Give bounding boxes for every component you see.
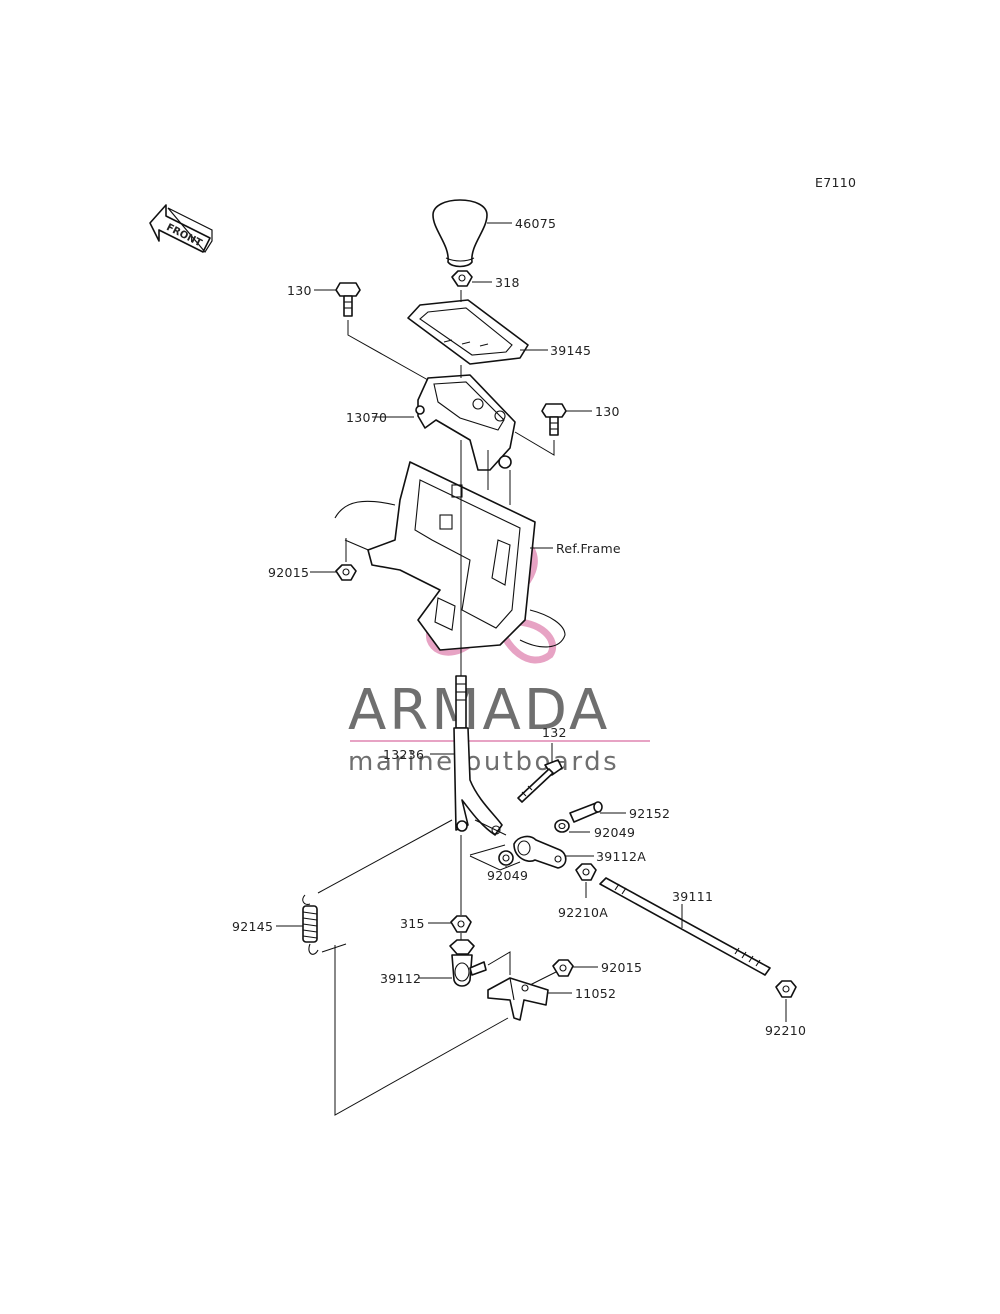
nut-315	[450, 915, 472, 933]
label-92145: 92145	[232, 919, 273, 934]
nut-92210	[775, 980, 797, 998]
label-ref-frame: Ref.Frame	[556, 541, 621, 556]
shift-lever-rod	[453, 675, 503, 836]
label-132: 132	[542, 725, 567, 740]
label-92015-lower: 92015	[601, 960, 642, 975]
label-39111: 39111	[672, 889, 713, 904]
label-13236: 13236	[383, 747, 424, 762]
shift-knob	[432, 199, 488, 268]
shift-gaiter	[407, 299, 529, 365]
diagram-code: E7110	[815, 175, 856, 190]
ball-joint-39112	[449, 939, 487, 987]
nut-92015-left	[335, 564, 357, 581]
nut-318	[451, 270, 473, 287]
label-92152: 92152	[629, 806, 670, 821]
nut-92015-lower	[552, 959, 574, 977]
label-92049-upper: 92049	[594, 825, 635, 840]
label-46075: 46075	[515, 216, 556, 231]
label-92210: 92210	[765, 1023, 806, 1038]
label-92210A: 92210A	[558, 905, 608, 920]
washer-92049-lower	[498, 850, 514, 866]
front-arrow-icon: FRONT	[149, 204, 213, 254]
lever-bracket	[415, 374, 516, 471]
washer-92049-upper	[554, 819, 570, 833]
label-130-left: 130	[287, 283, 312, 298]
watermark-brand: ARMADA	[348, 678, 610, 743]
bracket-11052	[487, 977, 549, 1021]
frame-reference	[334, 461, 566, 651]
label-92049-lower: 92049	[487, 868, 528, 883]
rod-39111	[599, 877, 771, 976]
nut-92210A	[575, 863, 597, 881]
label-130-right: 130	[595, 404, 620, 419]
label-315: 315	[400, 916, 425, 931]
label-39145: 39145	[550, 343, 591, 358]
bolt-132	[517, 759, 563, 803]
watermark-tagline: marine outboards	[348, 747, 619, 777]
label-39112: 39112	[380, 971, 421, 986]
arm-39112A	[513, 835, 567, 869]
label-13070: 13070	[346, 410, 387, 425]
bolt-130-right	[541, 403, 567, 436]
collar-92152	[569, 801, 603, 823]
label-318: 318	[495, 275, 520, 290]
bolt-130-left	[335, 282, 361, 317]
label-11052: 11052	[575, 986, 616, 1001]
spring-92145	[302, 894, 319, 955]
label-92015-left: 92015	[268, 565, 309, 580]
label-39112A: 39112A	[596, 849, 646, 864]
